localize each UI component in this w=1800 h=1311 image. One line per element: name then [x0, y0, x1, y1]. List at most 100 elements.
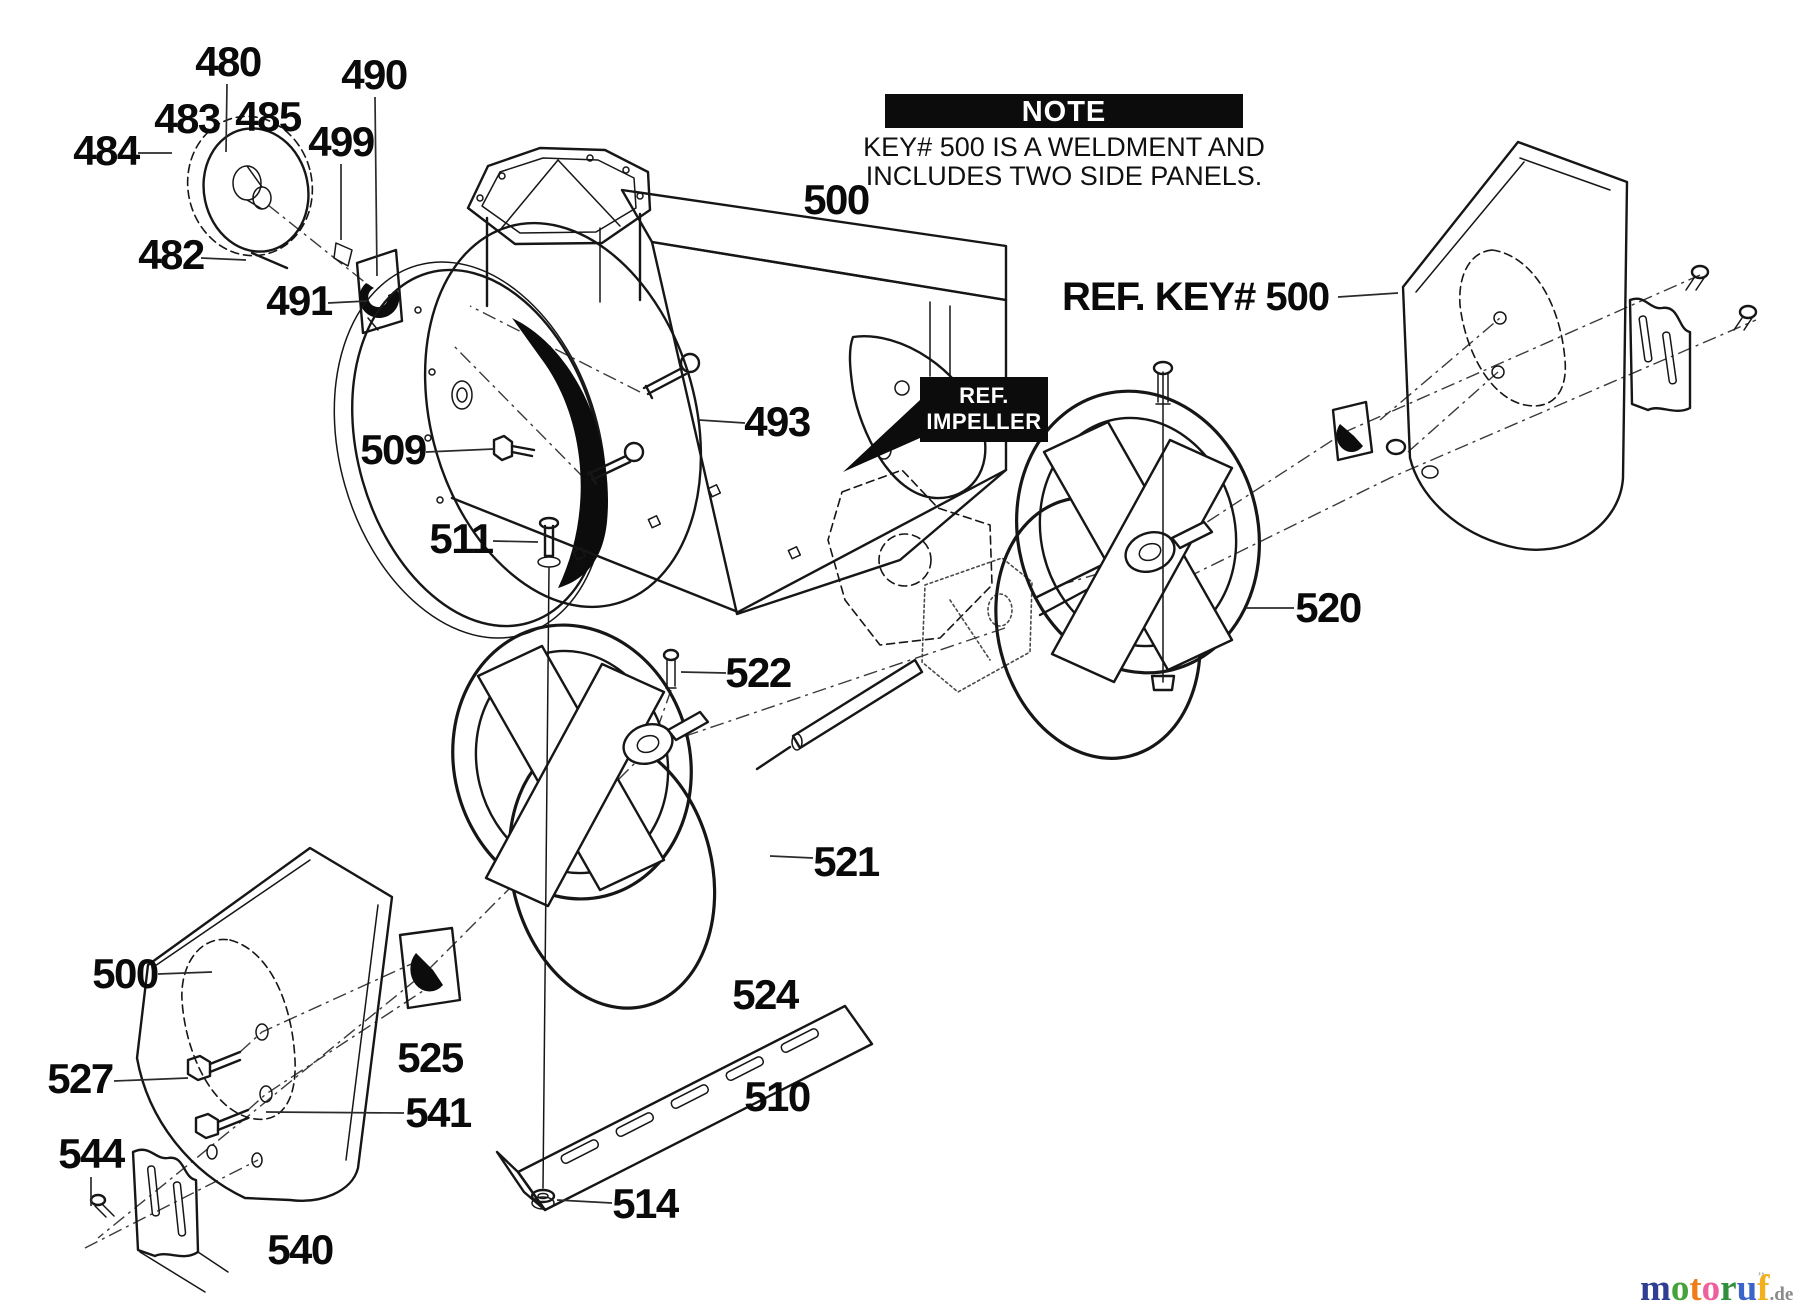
left-panel-hidden-cutout: [181, 938, 296, 1121]
shaft-key-482: [250, 251, 289, 270]
auger-521-shaft-stub: [666, 710, 710, 742]
washer-514: [530, 1188, 556, 1210]
part-label-509: 509: [360, 426, 426, 473]
motoruf-logo[interactable]: motoruf.de: [1640, 1268, 1793, 1309]
left-panel-fold: [151, 859, 311, 969]
floor-pan-holes: [572, 484, 802, 561]
auger-520-bolt-head: [1152, 360, 1174, 376]
weldment-floor-pan: [450, 468, 1008, 614]
part-label-540: 540: [267, 1226, 333, 1273]
fastener-544: [89, 1193, 115, 1218]
part-label-482: 482: [138, 231, 204, 278]
note-line-2: INCLUDES TWO SIDE PANELS.: [866, 161, 1263, 191]
bracket-slot-b: [1662, 331, 1677, 385]
bearing-491: [359, 283, 400, 318]
part-label-leader-541: [265, 1111, 405, 1114]
auger-520: [994, 360, 1261, 760]
part-label-leader-509: [425, 448, 495, 453]
weldment-side-panel: [650, 240, 1008, 616]
bolt-511-head: [538, 516, 560, 530]
part-label-511: 511: [429, 515, 493, 562]
assembly-axis-lines: [84, 204, 1757, 1249]
ref-impeller-pointer: [843, 400, 920, 472]
part-label-leader-514: [556, 1199, 613, 1204]
axis-friction-disc: [267, 204, 373, 289]
hub-edge-a: [246, 165, 263, 188]
bracket-slot-a: [1638, 315, 1653, 363]
part-label-leader-522: [680, 671, 727, 674]
left-panel-inner-edge: [345, 904, 379, 1161]
part-label-leader-493: [698, 419, 746, 424]
note-box: NOTE KEY# 500 IS A WELDMENT AND INCLUDES…: [863, 94, 1265, 191]
impeller-ghost: [827, 469, 993, 646]
right-side-panel: [1331, 140, 1758, 551]
weldment-500: [450, 188, 1008, 616]
chute-seam-b: [557, 159, 621, 227]
axis-left-auger-shaft: [97, 627, 1006, 1239]
auger-520-shaft-stub: [1170, 520, 1214, 550]
right-panel-outline: [1401, 140, 1629, 551]
auger-520-flight-outer: [1015, 389, 1261, 675]
left-panel-hole-a: [255, 1023, 269, 1041]
part-label-leader-527: [113, 1077, 189, 1082]
bearing-flange-525: [398, 926, 462, 1010]
part-label-leader-511: [492, 540, 539, 543]
bearing-525: [410, 953, 443, 992]
left-panel-hole-c: [206, 1144, 218, 1160]
part-label-524: 524: [732, 971, 800, 1018]
left-side-panel: [89, 846, 462, 1293]
part-label-514: 514: [612, 1180, 680, 1227]
ref-impeller-line-2: IMPELLER: [926, 409, 1041, 434]
part-label-521: 521: [813, 838, 880, 885]
auger-521-paddle-b: [484, 662, 666, 908]
part-label-490: 490: [341, 51, 407, 98]
shave-plate-slots: [560, 1028, 820, 1165]
part-label-522: 522: [725, 649, 791, 696]
bearing-right: [1336, 424, 1363, 453]
bolt-493a-threads: [642, 366, 688, 400]
bolt-493a-head: [679, 352, 701, 374]
bolt-511-and-washer-514: [537, 516, 561, 568]
mounting-bracket-540: [131, 1148, 200, 1258]
friction-disc-assembly: [186, 115, 314, 270]
impeller-outline: [827, 469, 993, 646]
blower-housing: [333, 146, 703, 639]
bolt-511-shank: [543, 524, 555, 558]
auger-521: [451, 623, 717, 1010]
part-label-500-top: 500: [803, 176, 869, 223]
note-line-1: KEY# 500 IS A WELDMENT AND: [863, 132, 1265, 162]
auger-521-hub-bore: [636, 734, 660, 754]
right-panel-inner-edge: [1415, 161, 1525, 293]
hex-bolts-527: [186, 1050, 250, 1140]
axis-bolt-493a: [469, 305, 641, 393]
ref-key-callout: REF. KEY# 500: [1062, 275, 1399, 319]
auger-520-hub-bore: [1138, 542, 1162, 562]
shaft-end-cap: [791, 733, 803, 751]
right-panel-hole-b: [1491, 365, 1505, 379]
watermark-logo[interactable]: motoruf.de ,,: [1640, 1262, 1793, 1309]
bearing-flange-right: [1331, 400, 1374, 462]
right-panel-hidden-cutout: [1459, 249, 1567, 407]
gearbox-assembly: [755, 557, 1107, 771]
ref-key-label: REF. KEY# 500: [1062, 275, 1329, 319]
clip-499: [333, 242, 353, 267]
hub-edge-b: [246, 199, 263, 210]
ref-impeller-box: [920, 377, 1048, 442]
friction-disc: [202, 127, 310, 253]
mounting-bracket-right: [1628, 297, 1692, 413]
part-label-483: 483: [154, 95, 220, 142]
chute-base-inner: [481, 157, 637, 234]
part-label-leader-521: [769, 855, 814, 859]
axis-right-panel-hole-b: [1407, 371, 1499, 453]
shaft-bearing-flange: [333, 242, 404, 335]
axis-bolt-493b: [451, 343, 585, 479]
ref-impeller-callout: REF. IMPELLER: [843, 377, 1048, 472]
part-label-510: 510: [744, 1073, 810, 1120]
part-label-520: 520: [1295, 584, 1361, 631]
panel-cutout: [848, 335, 987, 500]
left-panel-hole-d: [251, 1152, 263, 1168]
logo-mark: ,,: [1758, 1262, 1765, 1277]
part-label-leader-500-left: [157, 971, 213, 975]
